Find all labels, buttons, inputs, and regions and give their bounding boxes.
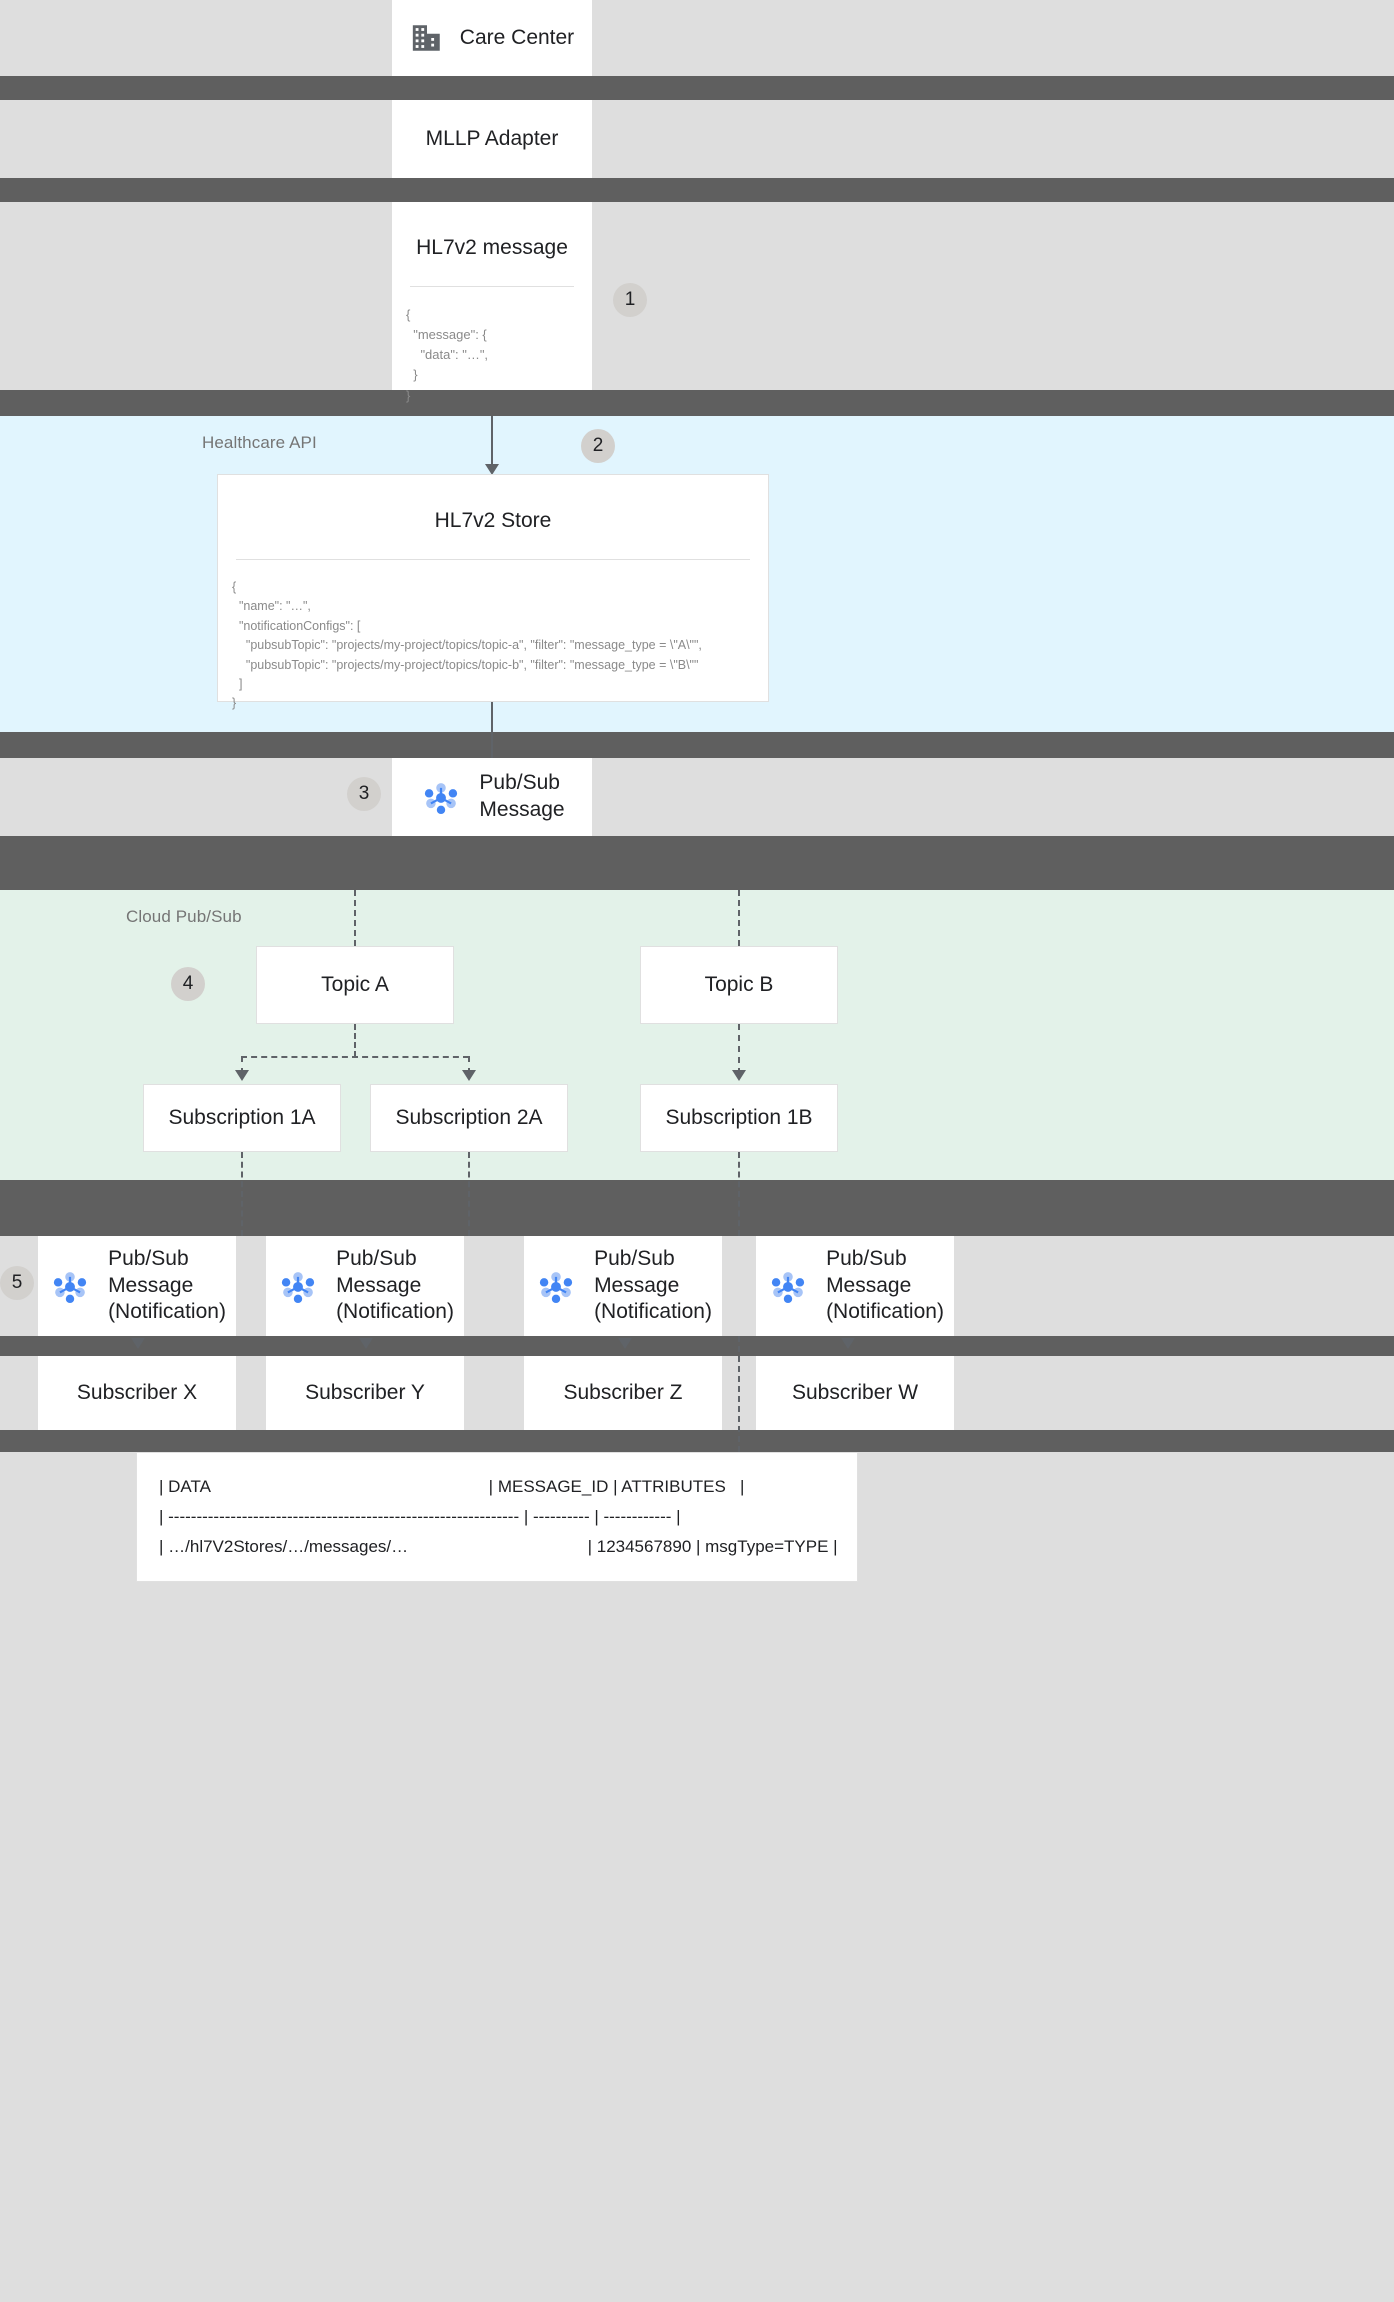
step-badge-4: 4 [171, 967, 205, 1001]
connector-topic-a-bus [241, 1056, 469, 1058]
arrowhead-subscriber-y [359, 1338, 373, 1349]
arrowhead-sub-2a [462, 1070, 476, 1081]
arrowhead-message-to-store [485, 464, 499, 475]
node-subscriber-x[interactable]: Subscriber X [38, 1356, 236, 1430]
step-badge-3: 3 [347, 777, 381, 811]
band-1 [0, 76, 1394, 100]
zone-top-plain-2 [0, 100, 1394, 178]
mllp-adapter-label: MLLP Adapter [425, 126, 559, 150]
pubsub-icon [534, 1264, 578, 1308]
step-badge-5: 5 [0, 1266, 34, 1300]
hl7v2-store-divider [236, 559, 750, 560]
band-7 [0, 1336, 1394, 1356]
arrowhead-sub-1a [235, 1070, 249, 1081]
band-8 [0, 1430, 1394, 1452]
band-4 [0, 732, 1394, 758]
subscription-1b-label: Subscription 1B [665, 1105, 813, 1129]
zone-pubsub-message-row [0, 758, 1394, 836]
terminal-output-table: | DATA | MESSAGE_ID | ATTRIBUTES | | ---… [136, 1452, 858, 1582]
hl7v2-store-code: { "name": "…", "notificationConfigs": [ … [232, 580, 702, 711]
band-5 [0, 836, 1394, 890]
node-subscriber-z[interactable]: Subscriber Z [524, 1356, 722, 1430]
connector-sub1a-to-notification [241, 1152, 243, 1236]
subscription-2a-label: Subscription 2A [395, 1105, 543, 1129]
connector-to-topic-b [738, 890, 740, 946]
node-topic-a[interactable]: Topic A [256, 946, 454, 1024]
node-subscription-1b[interactable]: Subscription 1B [640, 1084, 838, 1152]
connector-subscriber-z-to-terminal [738, 1336, 740, 1452]
node-hl7v2-message[interactable]: HL7v2 message { "message": { "data": "…"… [392, 202, 592, 403]
hl7v2-message-divider [410, 286, 574, 287]
node-care-center[interactable]: Care Center [392, 0, 592, 76]
zone-label-healthcare-api: Healthcare API [202, 433, 317, 452]
arrowhead-sub-1b [732, 1070, 746, 1081]
band-6 [0, 1180, 1394, 1236]
subscriber-x-label: Subscriber X [76, 1380, 198, 1404]
subscription-1a-label: Subscription 1A [168, 1105, 316, 1129]
arrowhead-subscriber-z [618, 1338, 632, 1349]
node-topic-b[interactable]: Topic B [640, 946, 838, 1024]
subscriber-w-label: Subscriber W [791, 1380, 919, 1404]
connector-topic-b-to-sub1b [738, 1024, 740, 1074]
connector-sub1b-to-notification [738, 1152, 740, 1236]
hl7v2-store-title: HL7v2 Store [434, 509, 552, 532]
node-subscription-1a[interactable]: Subscription 1A [143, 1084, 341, 1152]
connector-topic-a-to-sub2a [468, 1056, 470, 1074]
band-3 [0, 390, 1394, 416]
terminal-output-text: | DATA | MESSAGE_ID | ATTRIBUTES | | ---… [159, 1477, 838, 1556]
hl7v2-message-title: HL7v2 message [416, 236, 568, 259]
connector-to-topic-a [354, 890, 356, 946]
connector-sub2a-to-notification [468, 1152, 470, 1236]
pubsub-icon [276, 1264, 320, 1308]
subscriber-z-label: Subscriber Z [563, 1380, 683, 1404]
node-subscriber-w[interactable]: Subscriber W [756, 1356, 954, 1430]
topic-b-label: Topic B [704, 972, 774, 996]
pubsub-icon [48, 1264, 92, 1308]
arrowhead-subscriber-x [131, 1338, 145, 1349]
pubsub-icon [766, 1264, 810, 1308]
connector-topic-a-stem [354, 1024, 356, 1057]
node-hl7v2-store[interactable]: HL7v2 Store { "name": "…", "notification… [217, 474, 769, 710]
band-2 [0, 178, 1394, 202]
node-mllp-adapter[interactable]: MLLP Adapter [392, 100, 592, 178]
node-subscription-2a[interactable]: Subscription 2A [370, 1084, 568, 1152]
subscriber-y-label: Subscriber Y [305, 1380, 425, 1404]
step-badge-1: 1 [613, 283, 647, 317]
building-icon [410, 21, 444, 55]
zone-top-plain-1 [0, 0, 1394, 76]
connector-store-to-pubsub-message [491, 702, 493, 758]
connector-message-to-store [491, 416, 493, 468]
zone-label-cloud-pubsub: Cloud Pub/Sub [126, 907, 242, 926]
zone-top-plain-3 [0, 202, 1394, 390]
node-subscriber-y[interactable]: Subscriber Y [266, 1356, 464, 1430]
arrowhead-subscriber-w [841, 1338, 855, 1349]
hl7v2-message-code: { "message": { "data": "…", } } [406, 307, 489, 403]
step-badge-2: 2 [581, 429, 615, 463]
connector-topic-a-to-sub1a [241, 1056, 243, 1074]
pubsub-icon [419, 775, 463, 819]
topic-a-label: Topic A [321, 972, 389, 996]
care-center-label: Care Center [459, 25, 575, 49]
